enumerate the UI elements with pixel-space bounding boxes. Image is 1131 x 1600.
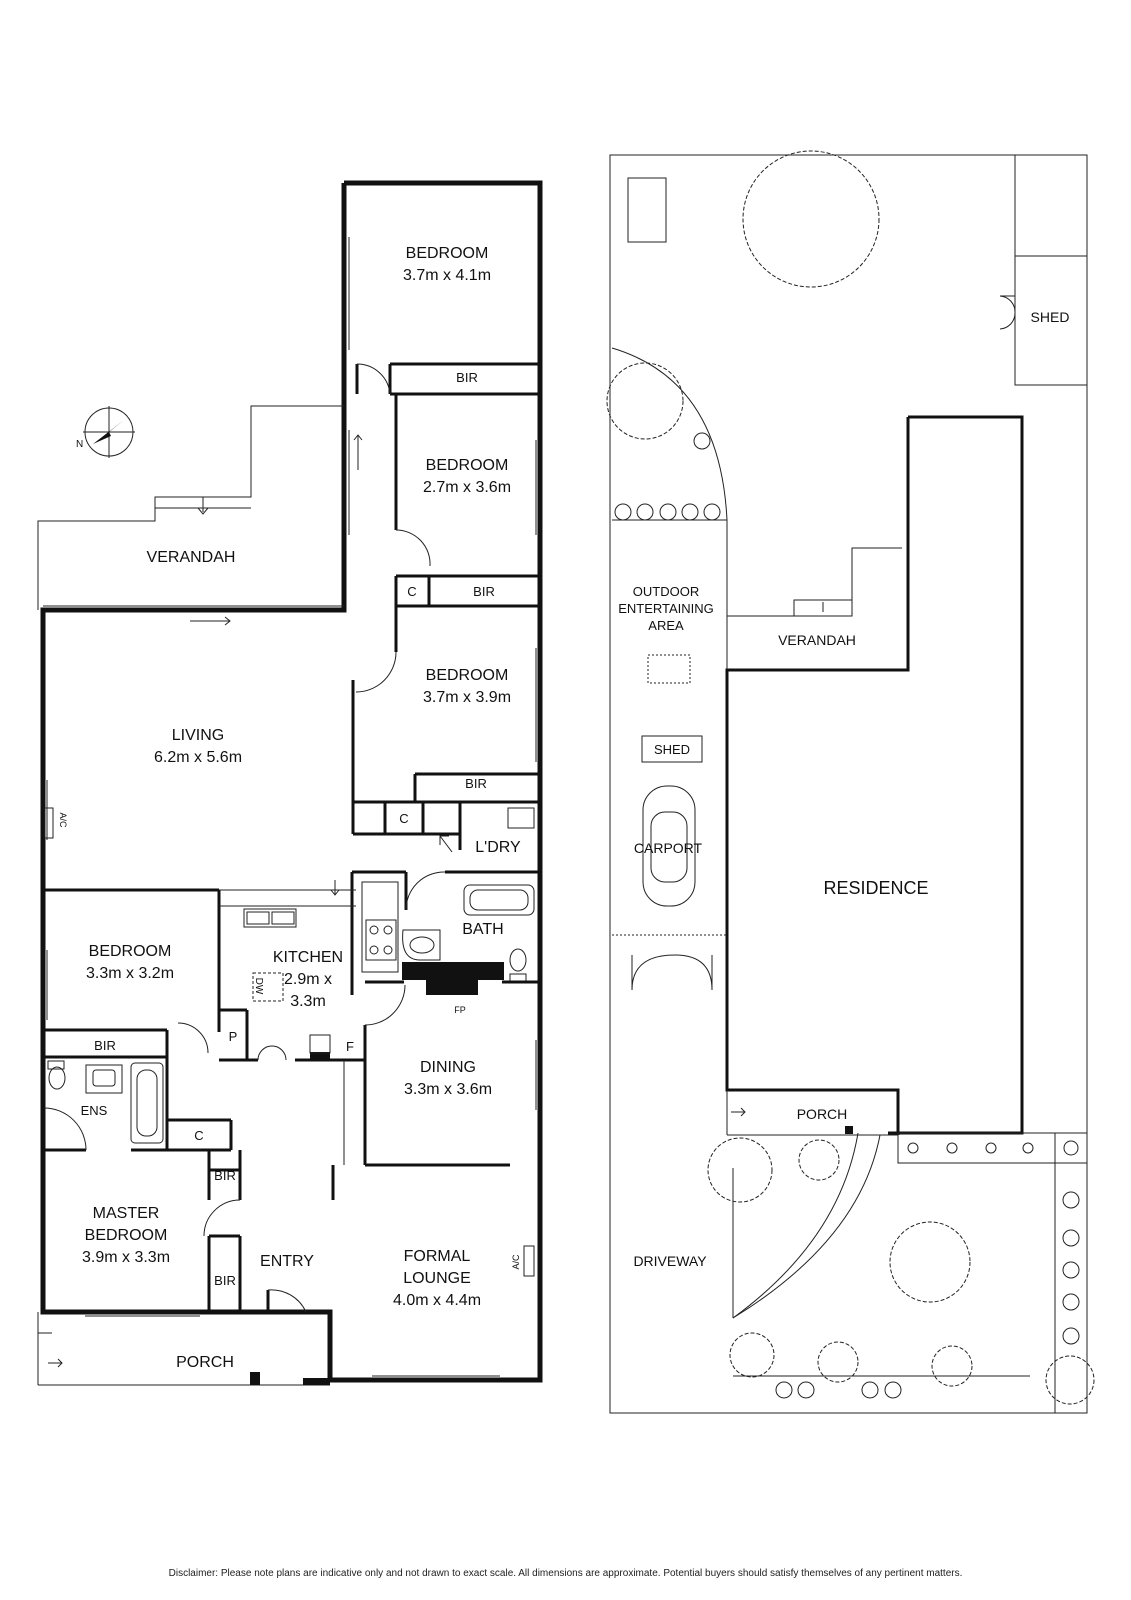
room-size: 3.3m [290, 993, 326, 1010]
room-name: BEDROOM [426, 667, 509, 684]
room-size: 3.9m x 3.3m [82, 1249, 170, 1266]
room-name: VERANDAH [147, 549, 236, 566]
room-size: 3.7m x 3.9m [423, 689, 511, 706]
north-label: N [76, 439, 83, 450]
closet-label: C [407, 584, 416, 599]
dishwasher-label: DW [253, 978, 264, 995]
room-size: 6.2m x 5.6m [154, 749, 242, 766]
site-labels: SHED OUTDOOR ENTERTAINING AREA VERANDAH … [618, 309, 1069, 1269]
bir-label: BIR [465, 776, 487, 791]
site-plan: SHED OUTDOOR ENTERTAINING AREA VERANDAH … [606, 150, 1095, 1414]
room-name: BEDROOM [406, 245, 489, 262]
disclaimer-text: Disclaimer: Please note plans are indica… [168, 1568, 963, 1579]
outdoor-label: ENTERTAINING [618, 601, 714, 616]
room-name: BEDROOM [426, 457, 509, 474]
closet-label: C [399, 811, 408, 826]
room-labels: BEDROOM 3.7m x 4.1m BIR BEDROOM 2.7m x 3… [58, 245, 521, 1371]
room-name: KITCHEN [273, 949, 343, 966]
room-name: L'DRY [475, 839, 521, 856]
north-compass: N [76, 406, 135, 458]
fridge-label: F [346, 1039, 354, 1054]
pantry-label: P [229, 1029, 238, 1044]
verandah-label: VERANDAH [778, 632, 856, 648]
driveway-label: DRIVEWAY [633, 1253, 707, 1269]
outdoor-label: AREA [648, 618, 684, 633]
bir-label: BIR [214, 1273, 236, 1288]
room-name: MASTER [93, 1205, 160, 1222]
ensuite-label: ENS [81, 1103, 108, 1118]
bir-label: BIR [473, 584, 495, 599]
bir-label: BIR [456, 370, 478, 385]
room-size: 3.3m x 3.6m [404, 1081, 492, 1098]
shed-label: SHED [1031, 309, 1070, 325]
bir-label: BIR [214, 1168, 236, 1183]
verandah-outline [37, 405, 344, 610]
porch-label: PORCH [797, 1106, 848, 1122]
residence-label: RESIDENCE [823, 878, 928, 898]
room-size: 4.0m x 4.4m [393, 1292, 481, 1309]
room-size: 3.3m x 3.2m [86, 965, 174, 982]
closet-label: C [194, 1128, 203, 1143]
outdoor-label: OUTDOOR [633, 584, 699, 599]
room-name: DINING [420, 1059, 476, 1076]
room-size: 2.9m x [284, 971, 332, 988]
room-name: BEDROOM [85, 1227, 168, 1244]
room-size: 2.7m x 3.6m [423, 479, 511, 496]
room-name: PORCH [176, 1354, 234, 1371]
room-size: 3.7m x 4.1m [403, 267, 491, 284]
room-name: BEDROOM [89, 943, 172, 960]
bir-label: BIR [94, 1038, 116, 1053]
fireplace-label: FP [454, 1005, 466, 1015]
carport-label: CARPORT [634, 840, 703, 856]
room-name: FORMAL [404, 1248, 471, 1265]
room-name: LIVING [172, 727, 224, 744]
shed-label: SHED [654, 742, 690, 757]
room-name: ENTRY [260, 1253, 314, 1270]
floor-plan: N BEDROOM 3.7m x 4.1m BIR BEDROOM 2.7m x… [37, 180, 543, 1386]
room-name: LOUNGE [403, 1270, 471, 1287]
ac-label: A/C [511, 1254, 521, 1270]
ac-label: A/C [58, 812, 68, 828]
room-name: BATH [462, 921, 503, 938]
